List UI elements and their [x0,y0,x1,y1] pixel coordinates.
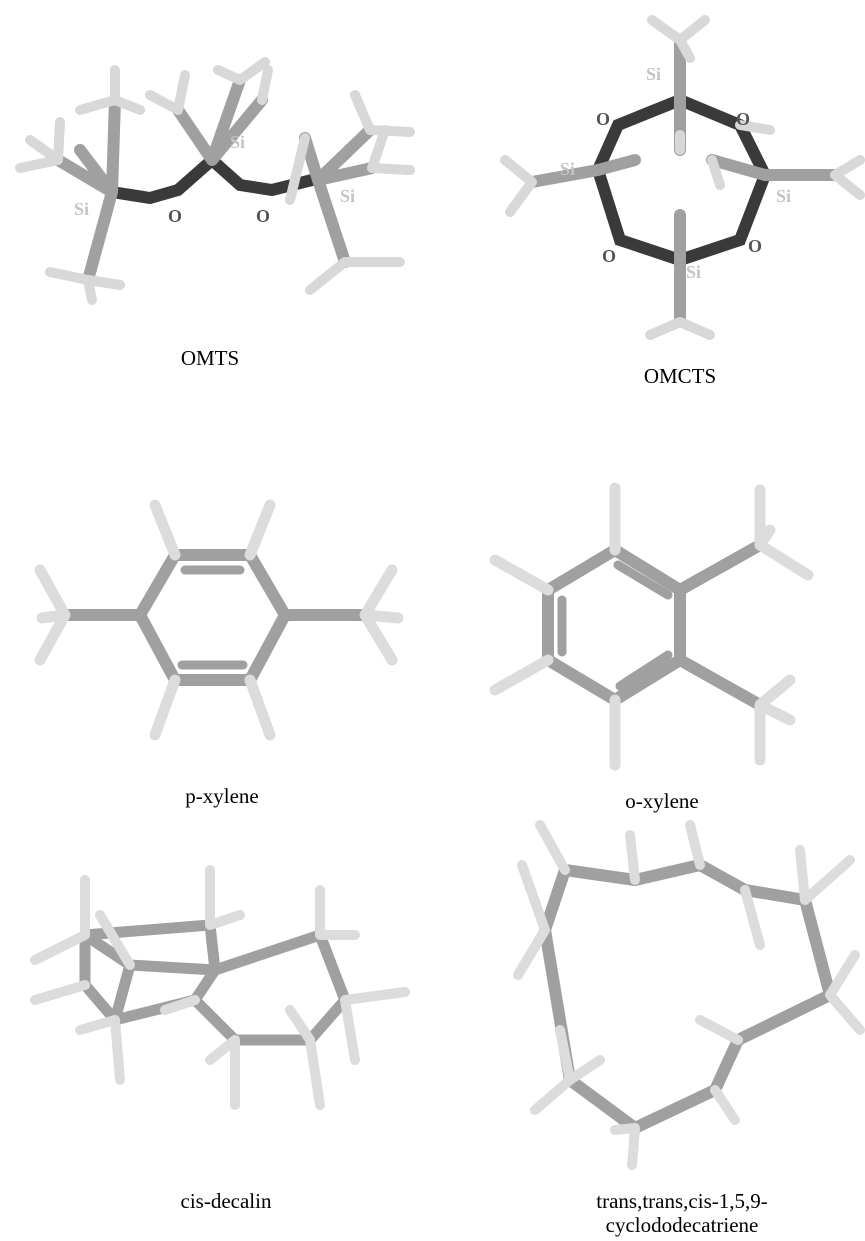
omcts-o-label-4: O [748,236,762,256]
omts-si-label-2: Si [230,132,245,152]
omts-o-label-1: O [168,206,182,226]
omts-si-label-3: Si [340,186,355,206]
cis-decalin-hydrogens [30,865,410,1110]
cyclododecatriene-caption-line-1: trans,trans,cis-1,5,9- [596,1189,767,1213]
omcts-bonds [526,34,841,328]
cyclododecatriene-bonds [539,859,836,1134]
cyclododecatriene-caption-line-2: cyclododecatriene [606,1213,759,1237]
omts-si-label-1: Si [74,199,89,219]
omcts-si-label-4: Si [686,262,701,282]
omts-molecule: Si Si Si O O [15,57,415,305]
omcts-molecule: Si Si Si Si O O O O [500,15,865,340]
omcts-o-label-2: O [736,109,750,129]
cyclododecatriene-molecule [513,820,865,1170]
cis-decalin-caption: cis-decalin [181,1189,272,1213]
omts-o-label-2: O [256,206,270,226]
o-xylene-molecule [489,482,814,771]
omcts-si-label-1: Si [646,64,661,84]
omcts-si-label-3: Si [776,186,791,206]
cis-decalin-molecule [30,865,410,1110]
cyclododecatriene-hydrogens [513,820,865,1170]
p-xylene-caption: p-xylene [185,784,258,808]
omcts-o-label-1: O [596,109,610,129]
o-xylene-hydrogens [489,482,814,771]
o-xylene-caption: o-xylene [625,789,698,813]
omcts-caption: OMCTS [644,364,716,388]
omts-caption: OMTS [181,346,239,370]
omcts-si-label-2: Si [560,159,575,179]
p-xylene-molecule [34,499,404,741]
o-xylene-bonds [542,539,766,711]
cis-decalin-bonds [79,919,351,1046]
p-xylene-bonds [59,549,371,686]
omts-bonds [52,74,378,286]
p-xylene-hydrogens [34,499,404,741]
omcts-o-label-3: O [602,246,616,266]
omcts-hydrogens [500,15,865,340]
omts-hydrogens [15,57,415,305]
